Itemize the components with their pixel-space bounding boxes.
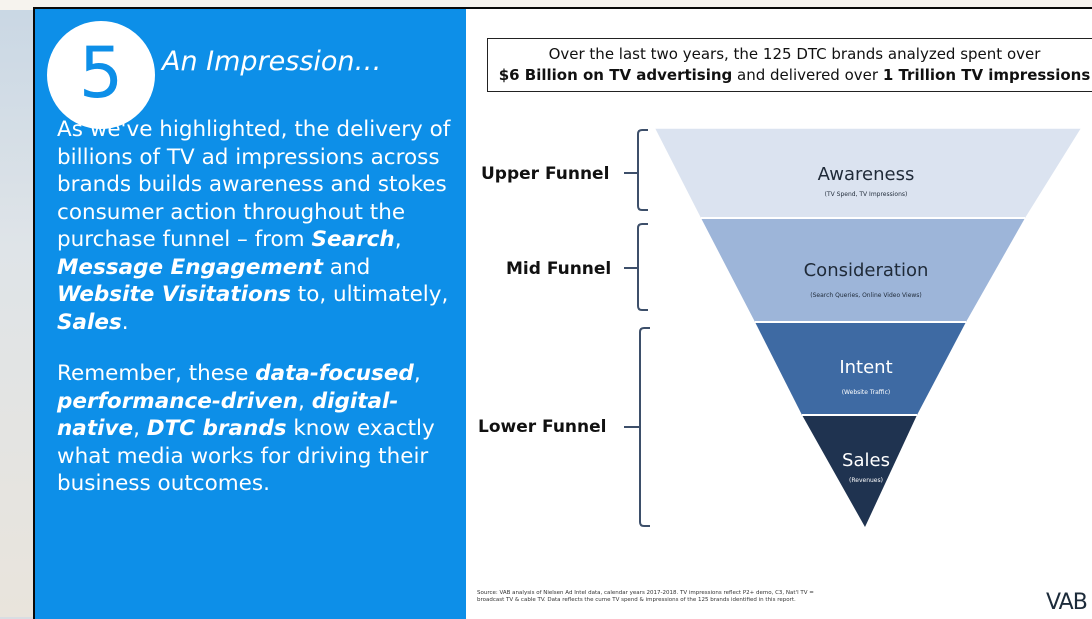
bracket-lower: [624, 327, 650, 527]
body-emphasis: Sales: [57, 309, 122, 335]
label-mid-funnel: Mid Funnel: [506, 259, 612, 279]
funnel-stage-awareness: [655, 128, 1081, 218]
funnel-stage-sales: [802, 415, 917, 527]
stage-sub-awareness: (TV Spend, TV Impressions): [825, 191, 908, 198]
body-text: As we've highlighted, the delivery of bi…: [57, 116, 457, 522]
body-run: ,: [413, 361, 421, 386]
body-run: As we've highlighted, the delivery of bi…: [57, 117, 451, 252]
body-run: to, ultimately,: [290, 282, 449, 307]
funnel-stage-consideration: [701, 218, 1025, 322]
body-run: ,: [298, 388, 312, 414]
purchase-funnel-diagram: Awareness (TV Spend, TV Impressions) Con…: [624, 127, 1081, 527]
banner-mid-text: and delivered over: [732, 66, 883, 84]
stage-title-intent: Intent: [839, 357, 892, 378]
body-emphasis: Message Engagement: [57, 254, 323, 280]
body-emphasis: Search: [311, 227, 395, 252]
bracket-upper: [624, 129, 648, 211]
stage-sub-intent: (Website Traffic): [842, 389, 891, 396]
stage-sub-sales: (Revenues): [849, 477, 883, 484]
banner-line-1: Over the last two years, the 125 DTC bra…: [548, 45, 1041, 63]
stage-sub-consideration: (Search Queries, Online Video Views): [810, 292, 922, 299]
stage-title-awareness: Awareness: [818, 164, 915, 185]
body-run: ,: [133, 416, 147, 441]
banner-impressions: 1 Trillion TV impressions: [882, 66, 1091, 84]
body-emphasis: digital-native: [57, 388, 399, 442]
body-emphasis: data-focused: [255, 361, 414, 386]
body-run: .: [121, 309, 129, 335]
body-paragraph-1: As we've highlighted, the delivery of bi…: [57, 116, 457, 336]
body-run: and: [322, 254, 371, 280]
body-emphasis: DTC brands: [146, 416, 287, 441]
vab-logo: VAB: [1046, 590, 1088, 615]
banner-spend: $6 Billion on TV advertising: [498, 66, 733, 84]
slide-heading: An Impression…: [162, 46, 382, 77]
label-upper-funnel: Upper Funnel: [481, 164, 610, 184]
bracket-mid: [624, 223, 648, 311]
funnel-stage-intent: [755, 322, 966, 415]
body-emphasis: Website Visitations: [57, 282, 291, 307]
body-run: know exactly what media works for drivin…: [57, 416, 435, 496]
summary-banner: Over the last two years, the 125 DTC bra…: [487, 38, 1092, 92]
body-paragraph-2: Remember, these data-focused, performanc…: [57, 360, 457, 498]
background-strip: [0, 0, 1092, 10]
banner-line-2: $6 Billion on TV advertising and deliver…: [488, 65, 1092, 86]
stage-title-consideration: Consideration: [804, 260, 929, 281]
source-footnote: Source: VAB analysis of Nielsen Ad Intel…: [477, 590, 814, 603]
slide-number: 5: [78, 32, 124, 114]
body-run: Remember, these: [57, 361, 256, 386]
body-run: ,: [394, 227, 402, 252]
body-emphasis: performance-driven: [57, 388, 299, 414]
stage-title-sales: Sales: [842, 450, 890, 471]
slide-number-badge: 5: [47, 21, 155, 129]
label-lower-funnel: Lower Funnel: [478, 417, 607, 437]
